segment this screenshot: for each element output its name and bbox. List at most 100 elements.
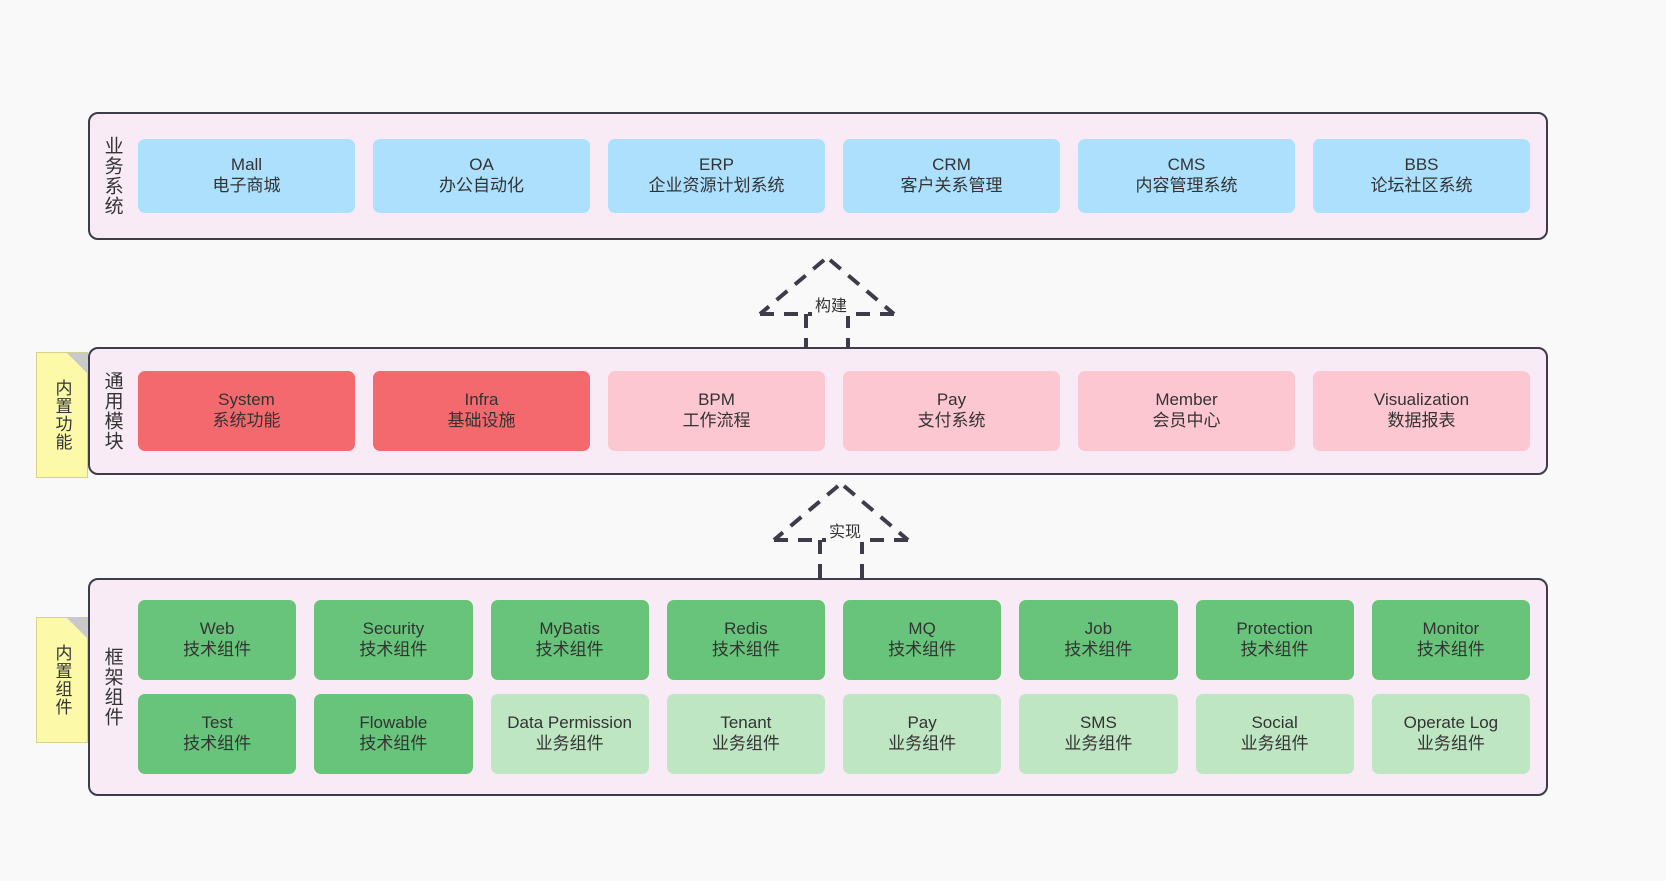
node-system[interactable]: System 系统功能 [138, 371, 355, 451]
node-oa-cn: 办公自动化 [439, 176, 524, 195]
node-pay-module-en: Pay [936, 390, 967, 410]
node-pay-component-en: Pay [907, 713, 937, 733]
note-builtin-component: 内置组件 [36, 617, 88, 743]
layer-business-systems: 业务系统 Mall 电子商城 OA 办公自动化 ERP 企业资源计划系统 CRM… [88, 112, 1548, 240]
node-protection-en: Protection [1236, 619, 1313, 639]
node-web[interactable]: Web 技术组件 [138, 600, 297, 680]
node-sms-cn: 业务组件 [1064, 734, 1133, 753]
node-operate-log-cn: 业务组件 [1416, 734, 1485, 753]
node-oa[interactable]: OA 办公自动化 [373, 139, 590, 213]
node-cms[interactable]: CMS 内容管理系统 [1078, 139, 1295, 213]
node-web-cn: 技术组件 [183, 640, 252, 659]
node-bpm-en: BPM [698, 390, 735, 410]
node-pay-module[interactable]: Pay 支付系统 [843, 371, 1060, 451]
layer-title-common-modules: 通用模块 [101, 371, 123, 451]
connector-build: 构建 [742, 252, 922, 360]
node-member[interactable]: Member 会员中心 [1078, 371, 1295, 451]
node-mybatis[interactable]: MyBatis 技术组件 [490, 600, 649, 680]
node-monitor-en: Monitor [1422, 619, 1480, 639]
node-crm-cn: 客户关系管理 [900, 176, 1003, 195]
layer-body-framework-components: Web 技术组件 Security 技术组件 MyBatis 技术组件 Redi… [134, 580, 1546, 794]
node-operate-log[interactable]: Operate Log 业务组件 [1371, 694, 1530, 774]
node-system-cn: 系统功能 [212, 411, 281, 430]
node-mall-cn: 电子商城 [212, 176, 281, 195]
node-tenant-cn: 业务组件 [711, 734, 780, 753]
row-common-modules: System 系统功能 Infra 基础设施 BPM 工作流程 Pay 支付系统… [138, 371, 1530, 451]
node-erp-en: ERP [699, 155, 734, 175]
layer-body-common-modules: System 系统功能 Infra 基础设施 BPM 工作流程 Pay 支付系统… [134, 349, 1546, 473]
node-erp-cn: 企业资源计划系统 [648, 176, 785, 195]
node-mq-en: MQ [908, 619, 936, 639]
node-social-en: Social [1251, 713, 1298, 733]
node-mq-cn: 技术组件 [888, 640, 957, 659]
node-bpm[interactable]: BPM 工作流程 [608, 371, 825, 451]
node-job[interactable]: Job 技术组件 [1019, 600, 1178, 680]
node-social[interactable]: Social 业务组件 [1195, 694, 1354, 774]
node-pay-component-cn: 业务组件 [888, 734, 957, 753]
node-infra-cn: 基础设施 [447, 411, 516, 430]
node-bbs-cn: 论坛社区系统 [1370, 176, 1473, 195]
layer-title-business-systems: 业务系统 [101, 136, 123, 216]
node-visualization[interactable]: Visualization 数据报表 [1313, 371, 1530, 451]
node-crm-en: CRM [932, 155, 971, 175]
connector-build-label: 构建 [812, 292, 851, 316]
node-tenant[interactable]: Tenant 业务组件 [666, 694, 825, 774]
node-security[interactable]: Security 技术组件 [314, 600, 473, 680]
node-system-en: System [218, 390, 275, 410]
node-monitor[interactable]: Monitor 技术组件 [1371, 600, 1530, 680]
node-mall-en: Mall [230, 155, 263, 175]
node-bbs[interactable]: BBS 论坛社区系统 [1313, 139, 1530, 213]
node-redis[interactable]: Redis 技术组件 [666, 600, 825, 680]
node-data-permission[interactable]: Data Permission 业务组件 [490, 694, 649, 774]
node-redis-en: Redis [724, 619, 768, 639]
row-business-components: Test 技术组件 Flowable 技术组件 Data Permission … [138, 694, 1530, 774]
node-sms-en: SMS [1079, 713, 1117, 733]
node-bbs-en: BBS [1404, 155, 1439, 175]
node-operate-log-en: Operate Log [1403, 713, 1499, 733]
note-builtin-component-label: 内置组件 [52, 644, 72, 716]
node-protection[interactable]: Protection 技术组件 [1195, 600, 1354, 680]
connector-realize-label: 实现 [826, 518, 865, 542]
node-pay-module-cn: 支付系统 [917, 411, 986, 430]
node-test-cn: 技术组件 [183, 734, 252, 753]
note-builtin-function: 内置功能 [36, 352, 88, 478]
node-visualization-en: Visualization [1373, 390, 1470, 410]
node-flowable[interactable]: Flowable 技术组件 [314, 694, 473, 774]
node-mq[interactable]: MQ 技术组件 [843, 600, 1002, 680]
layer-title-framework-components: 框架组件 [101, 647, 123, 727]
node-job-en: Job [1084, 619, 1113, 639]
node-protection-cn: 技术组件 [1240, 640, 1309, 659]
node-member-cn: 会员中心 [1152, 411, 1221, 430]
node-mybatis-cn: 技术组件 [535, 640, 604, 659]
note-builtin-function-label: 内置功能 [52, 379, 72, 451]
node-test[interactable]: Test 技术组件 [138, 694, 297, 774]
node-infra[interactable]: Infra 基础设施 [373, 371, 590, 451]
node-bpm-cn: 工作流程 [682, 411, 751, 430]
node-cms-cn: 内容管理系统 [1135, 176, 1238, 195]
node-test-en: Test [201, 713, 233, 733]
node-redis-cn: 技术组件 [711, 640, 780, 659]
node-pay-component[interactable]: Pay 业务组件 [843, 694, 1002, 774]
node-social-cn: 业务组件 [1240, 734, 1309, 753]
node-web-en: Web [199, 619, 235, 639]
node-visualization-cn: 数据报表 [1387, 411, 1456, 430]
node-mall[interactable]: Mall 电子商城 [138, 139, 355, 213]
row-tech-components: Web 技术组件 Security 技术组件 MyBatis 技术组件 Redi… [138, 600, 1530, 680]
node-data-permission-en: Data Permission [507, 713, 632, 733]
layer-body-business-systems: Mall 电子商城 OA 办公自动化 ERP 企业资源计划系统 CRM 客户关系… [134, 114, 1546, 238]
node-crm[interactable]: CRM 客户关系管理 [843, 139, 1060, 213]
node-security-cn: 技术组件 [359, 640, 428, 659]
node-member-en: Member [1155, 390, 1218, 410]
node-security-en: Security [362, 619, 425, 639]
node-flowable-en: Flowable [359, 713, 428, 733]
node-sms[interactable]: SMS 业务组件 [1019, 694, 1178, 774]
node-erp[interactable]: ERP 企业资源计划系统 [608, 139, 825, 213]
node-tenant-en: Tenant [720, 713, 772, 733]
node-mybatis-en: MyBatis [539, 619, 600, 639]
layer-framework-components: 框架组件 Web 技术组件 Security 技术组件 MyBatis 技术组件… [88, 578, 1548, 796]
node-data-permission-cn: 业务组件 [535, 734, 604, 753]
layer-common-modules: 通用模块 System 系统功能 Infra 基础设施 BPM 工作流程 Pay… [88, 347, 1548, 475]
node-infra-en: Infra [464, 390, 499, 410]
node-flowable-cn: 技术组件 [359, 734, 428, 753]
